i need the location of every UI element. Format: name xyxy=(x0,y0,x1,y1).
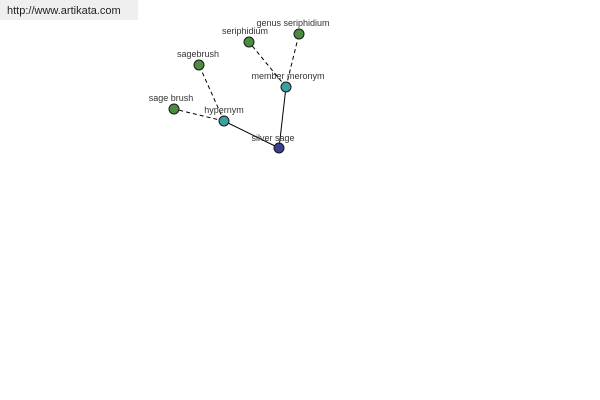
node-genus-seriphidium[interactable] xyxy=(293,28,305,40)
node-seriphidium[interactable] xyxy=(243,36,255,48)
node-member-meronym[interactable] xyxy=(280,81,292,93)
node-hypernym[interactable] xyxy=(218,115,230,127)
edge-member-meronym-genus-seriphidium xyxy=(285,33,300,88)
label-hypernym: hypernym xyxy=(204,105,244,115)
site-url-label[interactable]: http://www.artikata.com xyxy=(0,0,138,20)
label-seriphidium: seriphidium xyxy=(222,26,268,36)
label-silver-sage: silver sage xyxy=(251,133,294,143)
label-sage-brush: sage brush xyxy=(149,93,194,103)
edge-silver-sage-member-meronym xyxy=(278,86,287,149)
node-silver-sage[interactable] xyxy=(273,142,285,154)
label-genus-seriphidium: genus seriphidium xyxy=(256,18,329,28)
label-sagebrush: sagebrush xyxy=(177,49,219,59)
label-member-meronym: member meronym xyxy=(251,71,324,81)
edge-member-meronym-seriphidium xyxy=(248,41,287,88)
node-sagebrush[interactable] xyxy=(193,59,205,71)
edge-silver-sage-hypernym xyxy=(223,120,280,149)
edge-hypernym-sage-brush xyxy=(173,108,225,122)
node-sage-brush[interactable] xyxy=(168,103,180,115)
edge-hypernym-sagebrush xyxy=(198,64,225,122)
